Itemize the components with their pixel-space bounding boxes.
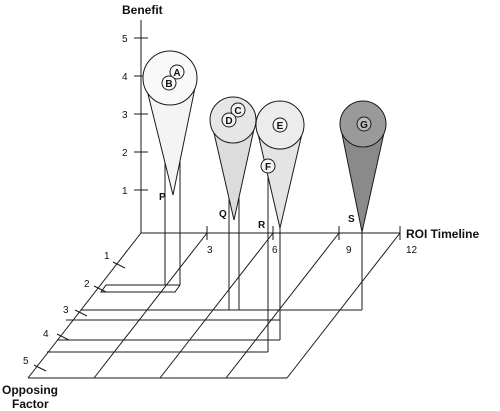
cone-r-label: R [258,220,266,231]
opposing-tick-mark-4 [56,333,70,341]
cone-q-circle-c [230,102,246,118]
grid-line-roi-6 [159,232,274,379]
roi-axis-title: ROI Timeline [406,227,479,241]
opposing-tick-mark-3 [74,309,88,317]
benefit-tick-4: 4 [122,72,128,83]
cone-r: E F R [255,100,305,231]
grid-line-roi-3 [93,232,208,379]
cone-s-label: S [348,214,355,225]
cone-p-letter-b: B [165,79,172,90]
cone-q-letter-c: C [234,106,241,117]
opposing-axis-title-line1: Opposing [2,383,58,397]
cone-q-letter-d: D [225,116,232,127]
opposing-tick-mark-2 [93,285,107,293]
cone-q: C D Q [209,96,257,221]
cone-q-circle-d [221,112,237,128]
opposing-axis-title-line2: Factor [12,397,49,411]
benefit-tick-5: 5 [122,34,128,45]
cone-p-circle-b [161,75,177,91]
cone-p-letter-a: A [173,68,180,79]
cone-p-circle-a [169,64,185,80]
grid-line-roi-9 [225,232,340,379]
opposing-tick-4: 4 [43,329,49,340]
drop-line-p-base [100,284,181,293]
roi-tick-6: 6 [272,245,278,256]
drop-lines [47,85,363,353]
benefit-tick-2: 2 [122,148,128,159]
cone-q-label: Q [219,209,227,220]
cone-p-label: P [159,192,166,203]
cone-p: A B P [142,50,198,203]
grid-line-roi-12 [286,232,401,379]
roi-tick-3: 3 [207,245,213,256]
opposing-tick-3: 3 [63,305,69,316]
opposing-tick-1: 1 [104,251,110,262]
roi-tick-12: 12 [406,245,418,256]
opposing-tick-5: 5 [23,356,29,367]
opposing-tick-mark-1 [112,261,126,269]
opposing-axis-line [27,232,142,379]
benefit-axis [134,20,148,233]
opposing-tick-mark-5 [33,364,47,372]
cone-r-letter-e: E [277,121,284,132]
cone-s-circle-g [356,116,372,132]
cone-r-letter-f: F [265,162,271,173]
benefit-axis-title: Benefit [122,3,163,17]
benefit-tick-1: 1 [122,186,128,197]
cone-s-letter-g: G [360,120,368,131]
roi-tick-9: 9 [346,245,352,256]
opposing-tick-2: 2 [84,279,90,290]
base-plane [27,226,401,379]
benefit-tick-3: 3 [122,110,128,121]
cone-r-circle-f [260,158,276,174]
cone-s: G S [339,100,387,233]
cone-r-circle-e [272,117,288,133]
